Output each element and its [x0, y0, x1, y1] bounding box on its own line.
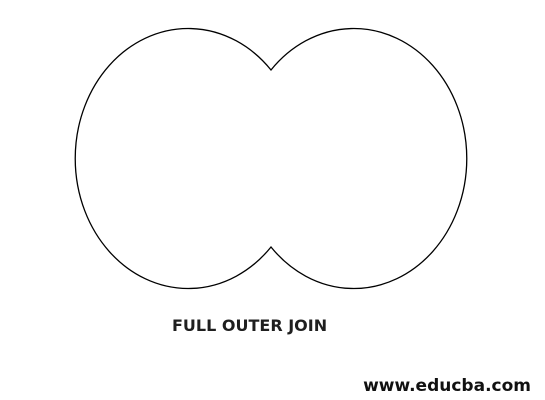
full-outer-join-outline [74, 27, 468, 290]
site-watermark: www.educba.com [363, 376, 531, 396]
diagram-caption: FULL OUTER JOIN [172, 316, 328, 335]
